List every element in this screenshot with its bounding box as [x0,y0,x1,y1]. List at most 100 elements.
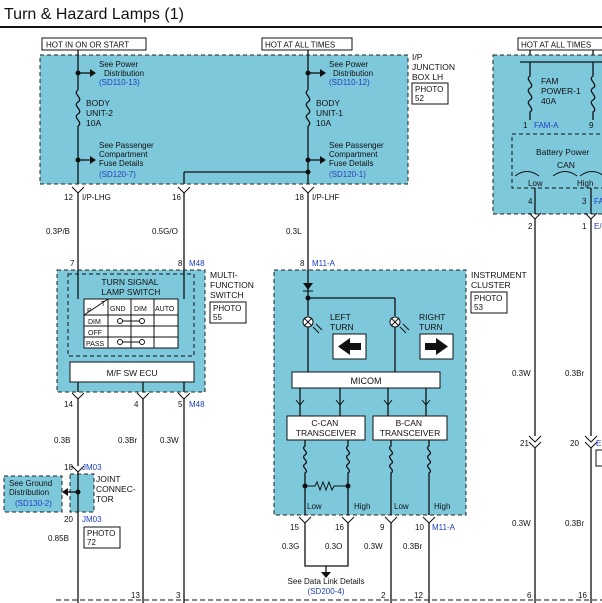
joint-label: JOINT CONNEC- TOR [96,474,138,504]
rs-connector: E/ [594,222,602,231]
hot-label-all-2: HOT AT ALL TIMES [521,41,591,50]
mfs-connector-bot: M48 [189,400,205,409]
bottom-pin-2: 2 [381,591,386,600]
cluster-photo[interactable]: PHOTO 53 [474,294,505,312]
mfsw-ecu-label: M/F SW ECU [107,368,158,378]
cluster-pin-9: 9 [380,523,385,532]
bottom-pin-13: 13 [131,591,140,600]
mfs-pin-4: 4 [134,400,139,409]
joint-photo[interactable]: PHOTO 72 [87,529,118,547]
cluster-title: INSTRUMENT CLUSTER [471,270,529,290]
fam-pin-4: 4 [528,197,533,206]
table-head-auto: AUTO [155,306,175,313]
termination-resistor [305,480,348,492]
wire-label-10: 0.3W [364,542,383,551]
table-row-off: OFF [88,330,102,337]
fam-high: High [577,179,593,188]
see-ground: See Ground Distribution [9,479,54,497]
mfsw-ecu-box [69,361,195,383]
fam-connector-2: FA [594,197,602,206]
data-link-ref[interactable]: (SD200-4) [308,587,345,596]
data-link-text: See Data Link Details [288,577,365,586]
mfs-photo-box [209,301,247,324]
joint-pin-20: 20 [64,515,73,524]
wire-label-14: 0.3W [512,519,531,528]
fam-pin-1: 1 [523,121,528,130]
ijb-pin-18-label: I/P-LHF [312,193,340,202]
fam-pin-3: 3 [582,197,587,206]
wire-label-5: 0.3Br [118,436,137,445]
rs-pin-20: 20 [570,439,579,448]
ijb-box [39,54,409,185]
hot-label-ign-box [41,37,147,51]
c-can-transceiver-label: C-CAN TRANSCEIVER [296,418,356,438]
mfs-photo[interactable]: PHOTO 55 [213,304,244,322]
fuse-body-unit-2-label: BODY UNIT-2 10A [86,98,115,128]
bottom-pin-12: 12 [414,591,423,600]
table-head-gnd: GND [110,306,126,313]
wire-label-2: 0.5G/O [152,227,178,236]
c-can-transceiver-box [286,415,366,441]
fam-low: Low [528,179,543,188]
rs-pin-2: 2 [528,222,533,231]
ccan-low: Low [307,502,322,511]
cluster-pin-15: 15 [290,523,299,532]
fuse-body-unit-2-symbol [75,89,81,127]
ijb-left-see-power-ref[interactable]: (SD110-13) [99,78,140,87]
ijb-photo[interactable]: PHOTO 52 [415,85,446,103]
ijb-right-see-power: See Power Distribution [329,60,373,78]
wire-label-6: 0.3W [160,436,179,445]
fuse-fam-power-1-label: FAM POWER-1 40A [541,76,583,106]
wire-label-4: 0.3B [54,436,70,445]
left-turn-label: LEFT TURN [330,312,354,332]
bottom-pin-16: 16 [578,591,587,600]
bottom-pin-6: 6 [527,591,532,600]
battery-power-can-label: Battery Power CAN [536,147,592,170]
ijb-pin-12: 12 [64,193,73,202]
ijb-left-see-pass-ref[interactable]: (SD120-7) [99,170,136,179]
turn-signal-switch-box [67,273,195,357]
wire-label-13: 0.3Br [565,369,584,378]
see-ground-box [3,475,63,513]
bcan-low: Low [394,502,409,511]
fam-connector: FAM-A [534,121,559,130]
wire-label-15: 0.3Br [565,519,584,528]
joint-connector-box [69,473,95,513]
cluster-photo-box [470,291,508,314]
hot-label-all: HOT AT ALL TIMES [265,41,335,50]
mfs-connector-top: M48 [189,259,205,268]
b-can-transceiver-box [372,415,448,441]
ijb-left-see-power: See Power Distribution [99,60,144,78]
micom-label: MICOM [351,376,382,386]
wire-label-9: 0.3O [325,542,342,551]
cluster-pin-8: 8 [300,259,305,268]
cluster-connector-bot: M11-A [432,523,456,532]
ijb-right-see-pass: See Passenger Compartment Fuse Details [329,141,386,168]
rs-pin-21: 21 [520,439,529,448]
wire-label-11: 0.3Br [403,542,422,551]
turn-signal-switch-label: TURN SIGNAL LAMP SWITCH [101,277,160,297]
ijb-right-see-power-ref[interactable]: (SD110-12) [329,78,370,87]
ijb-pin-18: 18 [295,193,304,202]
ijb-pin-16: 16 [172,193,181,202]
page-title: Turn & Hazard Lamps (1) [4,6,184,23]
hot-label-ign: HOT IN ON OR START [46,41,129,50]
wire-label-8: 0.3G [282,542,299,551]
ccan-high: High [354,502,370,511]
mfs-pin-8: 8 [178,259,183,268]
ijb-right-see-pass-ref[interactable]: (SD120-1) [329,170,366,179]
micom-box [291,371,441,389]
table-row-dim: DIM [88,319,101,326]
fam-pin-9: 9 [589,121,594,130]
see-ground-ref[interactable]: (SD130-2) [15,499,52,508]
mfs-title: MULTI- FUNCTION SWITCH [210,270,256,300]
fuse-body-unit-1-symbol [305,89,311,127]
wire-label-1: 0.3P/B [46,227,70,236]
table-head-t: T [101,301,106,308]
b-can-transceiver-label: B-CAN TRANSCEIVER [380,418,440,438]
wire-label-3: 0.3L [286,227,302,236]
mfs-pin-5: 5 [178,400,183,409]
mfs-pin-7: 7 [70,259,75,268]
bcan-high: High [434,502,450,511]
